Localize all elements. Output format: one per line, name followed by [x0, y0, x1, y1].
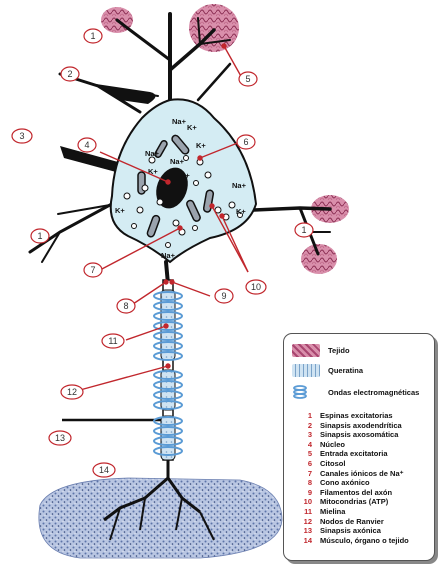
legend-item-text: Espinas excitatorias [320, 411, 393, 420]
ion-na: Na+ [170, 157, 185, 166]
legend-item: 6 Citosol [290, 459, 430, 469]
legend-item-text: Sinapsis axodendrítica [320, 420, 402, 430]
legend-item-number: 8 [307, 478, 312, 488]
legend-item-number: 12 [303, 516, 312, 526]
legend-item-text: Citosol [320, 458, 346, 468]
tissue-blob-right-lower [301, 244, 337, 274]
legend-item: 9 Filamentos del axón [290, 488, 430, 498]
legend-item: 13 Sinapsis axónica [290, 526, 430, 536]
legend-item-text: Entrada excitatoria [320, 449, 388, 459]
ion-k: K+ [148, 167, 158, 176]
legend-item-text: Nodos de Ranvier [320, 516, 384, 526]
legend-item-number: 2 [307, 420, 312, 430]
legend-item-text: Canales iónicos de Na⁺ [320, 468, 404, 478]
ion-k: K+ [187, 123, 197, 132]
legend-item-text: Sinapsis axosomática [320, 430, 399, 440]
legend-item-text: Músculo, órgano o tejido [320, 535, 409, 545]
muscle-tissue [38, 477, 283, 559]
callout-1: 1 [301, 225, 306, 235]
legend-item-text: Núcleo [320, 439, 346, 449]
legend-item-number: 6 [307, 458, 312, 468]
ion-na: Na+ [172, 117, 187, 126]
ion-labels: Na+ K+ Na+ K+ Na+ K+ K+ Na+ K+ K+ Na+ [115, 117, 247, 260]
legend-item-number: 5 [307, 449, 312, 459]
callout-9: 9 [221, 291, 226, 301]
legend-item-number: 3 [307, 430, 312, 440]
synapse-knob-2 [96, 84, 156, 104]
legend-symbol-label: Ondas electromagnéticas [328, 387, 420, 397]
wave-coil-icon [293, 385, 307, 399]
legend-item-number: 10 [303, 497, 312, 507]
callout-5: 5 [245, 74, 250, 84]
legend-item-number: 13 [303, 526, 312, 536]
synapse-knob-3 [60, 146, 123, 172]
legend-item-number: 7 [307, 468, 312, 478]
legend-item-number: 4 [307, 439, 312, 449]
legend-item-text: Mitocondrias (ATP) [320, 497, 389, 507]
electromagnetic-coils [153, 291, 183, 456]
legend-box: Tejido Queratina Ondas electromagnéticas… [283, 333, 435, 561]
legend-item-number: 9 [307, 487, 312, 497]
callout-8: 8 [123, 301, 128, 311]
callout-13: 13 [55, 433, 65, 443]
ion-k: K+ [236, 207, 246, 216]
legend-item-text: Cono axónico [320, 478, 370, 488]
legend-item: 14 Músculo, órgano o tejido [290, 536, 430, 546]
legend-item: 7 Canales iónicos de Na⁺ [290, 469, 430, 479]
callout-6: 6 [243, 137, 248, 147]
legend-item: 2 Sinapsis axodendrítica [290, 421, 430, 431]
legend-item-text: Sinapsis axónica [320, 526, 381, 536]
callout-4: 4 [84, 140, 89, 150]
callout-14: 14 [99, 465, 109, 475]
legend-symbol-tissue: Tejido [292, 344, 350, 357]
ion-na: Na+ [161, 251, 176, 260]
ion-k: K+ [196, 141, 206, 150]
legend-item-text: Filamentos del axón [320, 487, 393, 497]
callout-1: 1 [90, 31, 95, 41]
legend-item: 12 Nodos de Ranvier [290, 517, 430, 527]
callout-arrows [79, 43, 249, 391]
legend-symbol-label: Queratina [328, 366, 364, 375]
ion-k: K+ [115, 206, 125, 215]
legend-item: 8 Cono axónico [290, 478, 430, 488]
tissue-swatch-icon [292, 344, 320, 357]
callout-1: 1 [37, 231, 42, 241]
legend-item: 4 Núcleo [290, 440, 430, 450]
ion-na: Na+ [232, 181, 247, 190]
ion-k: K+ [180, 171, 190, 180]
legend-symbol-keratin: Queratina [292, 364, 363, 377]
legend-item-number: 11 [304, 506, 312, 516]
callout-numbers: 1 2 3 4 5 6 1 1 7 8 9 10 11 12 13 14 [19, 31, 306, 475]
legend-item-text: Mielina [320, 506, 346, 516]
legend-item: 10 Mitocondrias (ATP) [290, 497, 430, 507]
legend-item: 3 Sinapsis axosomática [290, 430, 430, 440]
callout-11: 11 [108, 336, 117, 346]
legend-item: 11 Mielina [290, 507, 430, 517]
nucleus [156, 167, 188, 209]
legend-item: 1 Espinas excitatorias [290, 411, 430, 421]
ion-na: Na+ [145, 149, 160, 158]
callout-10: 10 [251, 282, 261, 292]
legend-item: 5 Entrada excitatoria [290, 449, 430, 459]
legend-symbol-waves: Ondas electromagnéticas [292, 384, 419, 400]
callout-12: 12 [67, 387, 77, 397]
keratin-swatch-icon [292, 364, 320, 377]
callout-3: 3 [19, 131, 24, 141]
callout-2: 2 [67, 69, 72, 79]
legend-items: 1 Espinas excitatorias 2 Sinapsis axodendr… [290, 411, 430, 545]
legend-item-number: 14 [303, 535, 312, 545]
callout-7: 7 [90, 265, 95, 275]
legend-item-number: 1 [307, 411, 312, 420]
legend-symbol-label: Tejido [328, 346, 350, 355]
callout-circles [11, 28, 314, 478]
